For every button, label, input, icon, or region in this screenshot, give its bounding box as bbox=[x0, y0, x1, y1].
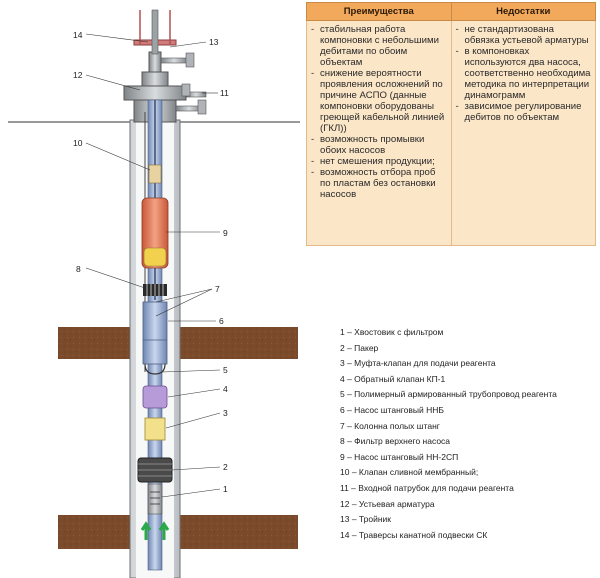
callout-5: 5 bbox=[223, 365, 228, 375]
rock-layer-upper bbox=[58, 327, 130, 359]
rock-layer-lower bbox=[58, 515, 130, 549]
advantages-cell: стабильная работа компоновки с небольшим… bbox=[306, 20, 452, 246]
advantage-item: стабильная работа компоновки с небольшим… bbox=[311, 24, 447, 68]
legend-item: 5 – Полимерный армированный трубопровод … bbox=[340, 389, 557, 400]
callout-10: 10 bbox=[73, 138, 83, 148]
disadvantages-header: Недостатки bbox=[450, 2, 596, 21]
tailpipe-filter bbox=[147, 483, 163, 515]
disadvantages-cell: не стандартизована обвязка устьевой арма… bbox=[450, 20, 596, 246]
check-valve bbox=[142, 385, 168, 409]
legend-item: 4 – Обратный клапан КП-1 bbox=[340, 373, 446, 384]
advantage-item: снижение вероятности проявления осложнен… bbox=[311, 68, 447, 134]
legend-item: 8 – Фильтр верхнего насоса bbox=[340, 436, 451, 447]
legend-item: 3 – Муфта-клапан для подачи реагента bbox=[340, 358, 496, 369]
advantages-header: Преимущества bbox=[306, 2, 452, 21]
callout-4: 4 bbox=[223, 384, 228, 394]
callout-11: 11 bbox=[220, 88, 229, 98]
wellhead-top bbox=[141, 71, 169, 87]
legend-item: 7 – Колонна полых штанг bbox=[340, 420, 440, 431]
callout-3: 3 bbox=[223, 408, 228, 418]
legend-item: 12 – Устьевая арматура bbox=[340, 498, 435, 509]
legend-item: 9 – Насос штанговый НН-2СП bbox=[340, 451, 459, 462]
pump-yellow-part bbox=[143, 247, 167, 267]
legend: 1 – Хвостовик с фильтром 2 – Пакер 3 – М… bbox=[340, 325, 557, 543]
callout-7: 7 bbox=[215, 284, 220, 294]
callout-6: 6 bbox=[219, 316, 224, 326]
advantage-item: возможность отбора проб по пластам без о… bbox=[311, 167, 447, 200]
callout-1: 1 bbox=[223, 484, 228, 494]
callout-8: 8 bbox=[76, 264, 81, 274]
legend-item: 6 – Насос штанговый ННБ bbox=[340, 404, 444, 415]
flow-arrows bbox=[140, 521, 170, 540]
advantage-item: нет смешения продукции; bbox=[311, 156, 447, 167]
disadvantage-item: в компоновках используются два насоса, с… bbox=[456, 46, 592, 101]
callout-14: 14 bbox=[73, 30, 83, 40]
legend-item: 10 – Клапан сливной мембранный; bbox=[340, 467, 479, 478]
rock-layer-upper bbox=[180, 327, 298, 359]
polished-rod bbox=[151, 9, 159, 55]
legend-item: 11 – Входной патрубок для подачи реагент… bbox=[340, 482, 514, 493]
rock-layer-lower bbox=[180, 515, 298, 549]
side-valve bbox=[197, 99, 207, 115]
drain-valve bbox=[148, 164, 162, 184]
callout-12: 12 bbox=[73, 70, 83, 80]
lower-pump bbox=[142, 301, 168, 365]
legend-item: 13 – Тройник bbox=[340, 514, 391, 525]
legend-item: 1 – Хвостовик с фильтром bbox=[340, 327, 444, 337]
tee-side-line bbox=[160, 57, 188, 64]
inlet-valve bbox=[181, 83, 191, 97]
reagent-loop bbox=[144, 363, 166, 375]
callout-9: 9 bbox=[223, 228, 228, 238]
callout-13: 13 bbox=[209, 37, 219, 47]
pros-cons-table: Преимущества Недостатки стабильная работ… bbox=[306, 2, 596, 246]
disadvantage-item: зависимое регулирование дебитов по объек… bbox=[456, 101, 592, 123]
callout-2: 2 bbox=[223, 462, 228, 472]
tee bbox=[148, 51, 162, 73]
legend-item: 14 – Траверсы канатной подвески СК bbox=[340, 529, 488, 540]
coupling-valve bbox=[144, 417, 166, 441]
advantage-item: возможность промывки обоих насосов bbox=[311, 134, 447, 156]
disadvantage-item: не стандартизована обвязка устьевой арма… bbox=[456, 24, 592, 46]
legend-item: 2 – Пакер bbox=[340, 342, 379, 353]
side-valve bbox=[185, 52, 195, 68]
